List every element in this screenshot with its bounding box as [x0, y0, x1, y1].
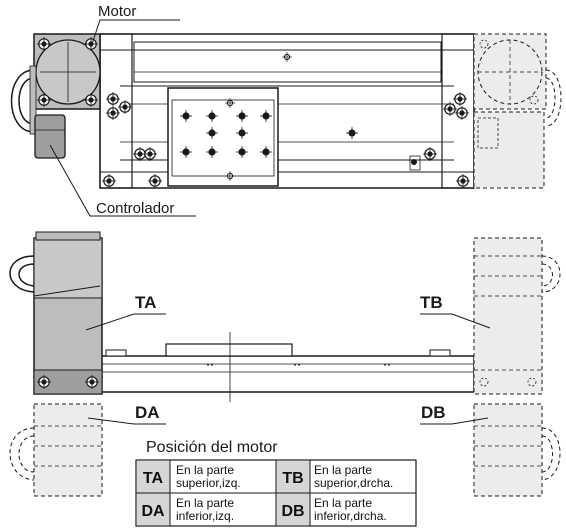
motor-side-da-phantom [9, 403, 103, 497]
motor-top-phantom [473, 33, 562, 189]
table-cell-desc-line1: En la parte [314, 463, 372, 477]
table-cell-desc-line1: En la parte [176, 463, 234, 477]
motor-position-table: Posición del motor TA En la parte superi… [135, 439, 417, 527]
table-cell-desc-line1: En la parte [176, 496, 234, 510]
table-cell-desc-line2: superior,drcha. [314, 476, 393, 490]
actuator-body-side [99, 355, 475, 393]
table-cell-code: TA [143, 470, 164, 487]
table-title: Posición del motor [146, 439, 278, 456]
da-leader-line [87, 417, 166, 425]
table-cell-desc-line2: superior,izq. [176, 476, 241, 490]
tb-leader-line [420, 313, 491, 329]
db-label: DB [421, 403, 446, 422]
table-cell-desc-line1: En la parte [314, 496, 372, 510]
table-cell-code: TB [282, 470, 303, 487]
controller-top [34, 114, 66, 159]
controller-leader-line [49, 144, 196, 217]
ta-label: TA [135, 293, 156, 312]
db-leader-line [420, 417, 489, 425]
table-cell-desc-line2: inferior,drcha. [314, 509, 387, 523]
ta-leader-line [85, 313, 166, 331]
table-cell-desc-line2: inferior,izq. [176, 509, 234, 523]
side-view: TA TB DA DB [9, 231, 561, 497]
slider-table [167, 87, 279, 187]
top-view: Motor Controlador [10, 3, 562, 217]
motor-side-db-phantom [473, 403, 561, 497]
motor-label: Motor [98, 3, 136, 20]
tb-label: TB [420, 293, 443, 312]
motor-leader-line [91, 19, 180, 45]
da-label: DA [135, 403, 160, 422]
table-cell-code: DB [281, 503, 304, 520]
table-cell-code: DA [141, 503, 165, 520]
controller-label: Controlador [96, 200, 174, 217]
motor-side-tb-phantom [473, 237, 561, 395]
